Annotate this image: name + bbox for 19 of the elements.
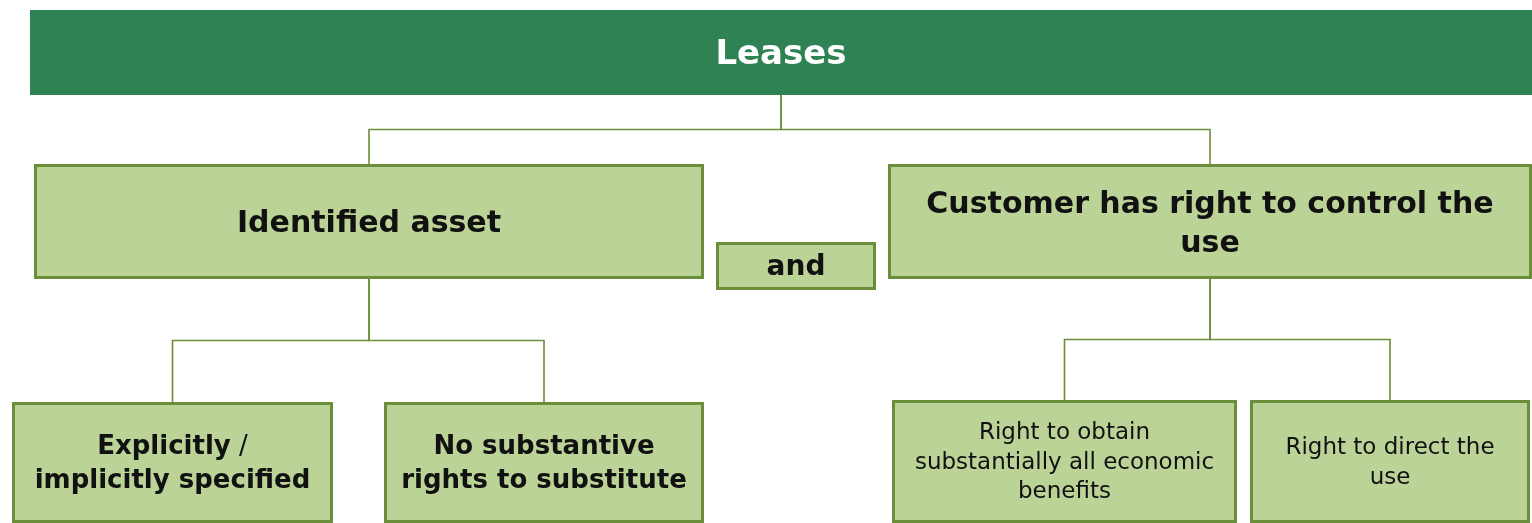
node-label: Right to direct the use: [1284, 431, 1496, 491]
connector-line: [780, 94, 1211, 165]
node-label: Right to obtain substantially all economic benefits: [913, 416, 1216, 506]
node-label: Explicitly / implicitly specified: [33, 428, 312, 496]
node-label: Leases: [714, 31, 848, 75]
category-box: [384, 402, 704, 523]
conjunction-box: [716, 242, 876, 290]
node-label: Identified asset: [235, 203, 503, 241]
node-label: Customer has right to control the use: [925, 183, 1495, 261]
category-box: [12, 402, 333, 523]
connector-line: [1209, 278, 1391, 401]
category-box: [1250, 400, 1530, 523]
category-box: [892, 400, 1237, 523]
node-label: No substantive rights to substitute: [400, 428, 688, 496]
connector-line: [368, 278, 545, 403]
category-box: [34, 164, 704, 279]
category-box: [888, 164, 1532, 279]
node-label: and: [765, 247, 827, 284]
title-band: [30, 10, 1532, 95]
